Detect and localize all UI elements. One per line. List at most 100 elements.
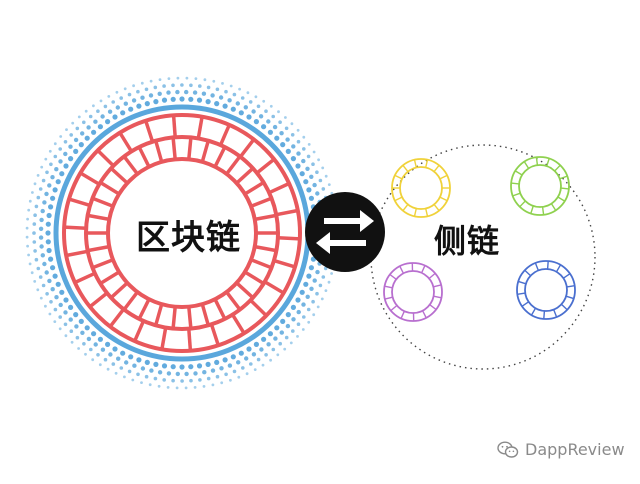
halo-dot	[145, 360, 150, 365]
halo-dot	[87, 337, 91, 341]
halo-dot	[311, 300, 315, 304]
halo-dot	[107, 95, 110, 98]
wechat-icon	[497, 441, 519, 459]
halo-dot	[74, 324, 78, 328]
halo-dot	[197, 98, 202, 103]
main-ring-block-divider	[88, 215, 110, 219]
sidechain-block-divider	[415, 160, 417, 168]
halo-dot	[153, 362, 158, 367]
halo-dot	[56, 179, 61, 184]
sidechain-block-divider	[525, 270, 531, 275]
halo-dot	[211, 368, 215, 372]
halo-dot	[104, 358, 108, 362]
halo-dot	[141, 366, 145, 370]
halo-dot	[86, 125, 90, 129]
main-ring-block-divider	[189, 307, 191, 329]
halo-dot	[280, 142, 285, 147]
halo-dot	[58, 147, 62, 151]
halo-dot	[56, 282, 61, 287]
halo-dot	[85, 136, 90, 141]
main-ring-block-divider	[240, 139, 253, 156]
halo-dot	[167, 386, 170, 389]
halo-dot	[26, 245, 29, 248]
halo-dot	[33, 213, 37, 217]
sidechain-block-divider	[433, 285, 441, 287]
halo-dot	[236, 101, 240, 105]
halo-dot	[311, 162, 315, 166]
halo-dot	[302, 315, 306, 319]
halo-dot	[42, 262, 46, 266]
halo-dot	[313, 151, 316, 154]
main-ring-block-divider	[110, 309, 123, 326]
main-ring-block-divider	[111, 283, 127, 298]
sidechain-block-divider	[426, 209, 428, 217]
halo-dot	[54, 167, 58, 171]
halo-dot	[325, 175, 328, 178]
halo-dot	[254, 368, 257, 371]
halo-dot	[216, 375, 220, 379]
halo-dot	[171, 97, 176, 102]
halo-dot	[100, 100, 103, 103]
halo-dot	[34, 182, 37, 185]
halo-dot	[124, 360, 128, 364]
halo-dot	[112, 114, 117, 119]
halo-dot	[227, 98, 231, 102]
halo-dot	[306, 295, 310, 299]
main-ring-block-divider	[198, 117, 202, 139]
halo-dot	[54, 155, 58, 159]
halo-dot	[78, 116, 81, 119]
halo-dot	[241, 366, 245, 370]
halo-dot	[206, 99, 211, 104]
sidechain-block-divider	[535, 263, 538, 270]
halo-dot	[47, 213, 52, 218]
main-ring-block-divider	[202, 304, 208, 325]
halo-dot	[40, 166, 43, 169]
halo-dot	[167, 371, 171, 375]
halo-dot	[82, 121, 86, 125]
main-ring-block-divider	[251, 300, 267, 315]
main-ring-block-divider	[212, 324, 219, 345]
sidechain-block-divider	[423, 311, 427, 318]
halo-dot	[286, 149, 291, 154]
halo-dot	[283, 348, 286, 351]
sidechain-block-divider	[520, 201, 526, 207]
halo-dot	[42, 179, 46, 183]
halo-dot	[59, 290, 64, 295]
halo-dot	[306, 274, 311, 279]
halo-dot	[269, 359, 272, 362]
halo-dot	[207, 377, 211, 381]
halo-dot	[33, 240, 37, 244]
halo-dot	[295, 163, 300, 168]
halo-dot	[59, 171, 64, 176]
halo-dot	[89, 115, 93, 119]
halo-dot	[159, 78, 162, 81]
main-ring-block-divider	[98, 150, 114, 165]
halo-dot	[162, 378, 166, 382]
main-ring-block-divider	[120, 133, 132, 152]
main-ring-block-divider	[80, 173, 99, 184]
main-ring-block-divider	[215, 147, 225, 167]
halo-dot	[246, 114, 251, 119]
halo-dot	[40, 297, 43, 300]
halo-dot	[115, 372, 118, 375]
halo-dot	[89, 348, 93, 352]
halo-dot	[68, 156, 73, 161]
halo-dot	[176, 387, 179, 390]
main-ring-block-divider	[88, 247, 110, 251]
halo-dot	[325, 289, 328, 292]
halo-dot	[189, 84, 193, 88]
halo-dot	[59, 135, 62, 138]
halo-dot	[132, 364, 136, 368]
halo-dot	[328, 183, 331, 186]
halo-dot	[128, 93, 132, 97]
halo-dot	[273, 336, 277, 340]
halo-dot	[207, 86, 211, 90]
halo-dot	[186, 77, 189, 80]
halo-dot	[279, 131, 283, 135]
halo-dot	[280, 319, 285, 324]
halo-dot	[98, 124, 103, 129]
sidechain-block-divider	[547, 159, 550, 167]
halo-dot	[246, 372, 249, 375]
halo-dot	[91, 130, 96, 135]
